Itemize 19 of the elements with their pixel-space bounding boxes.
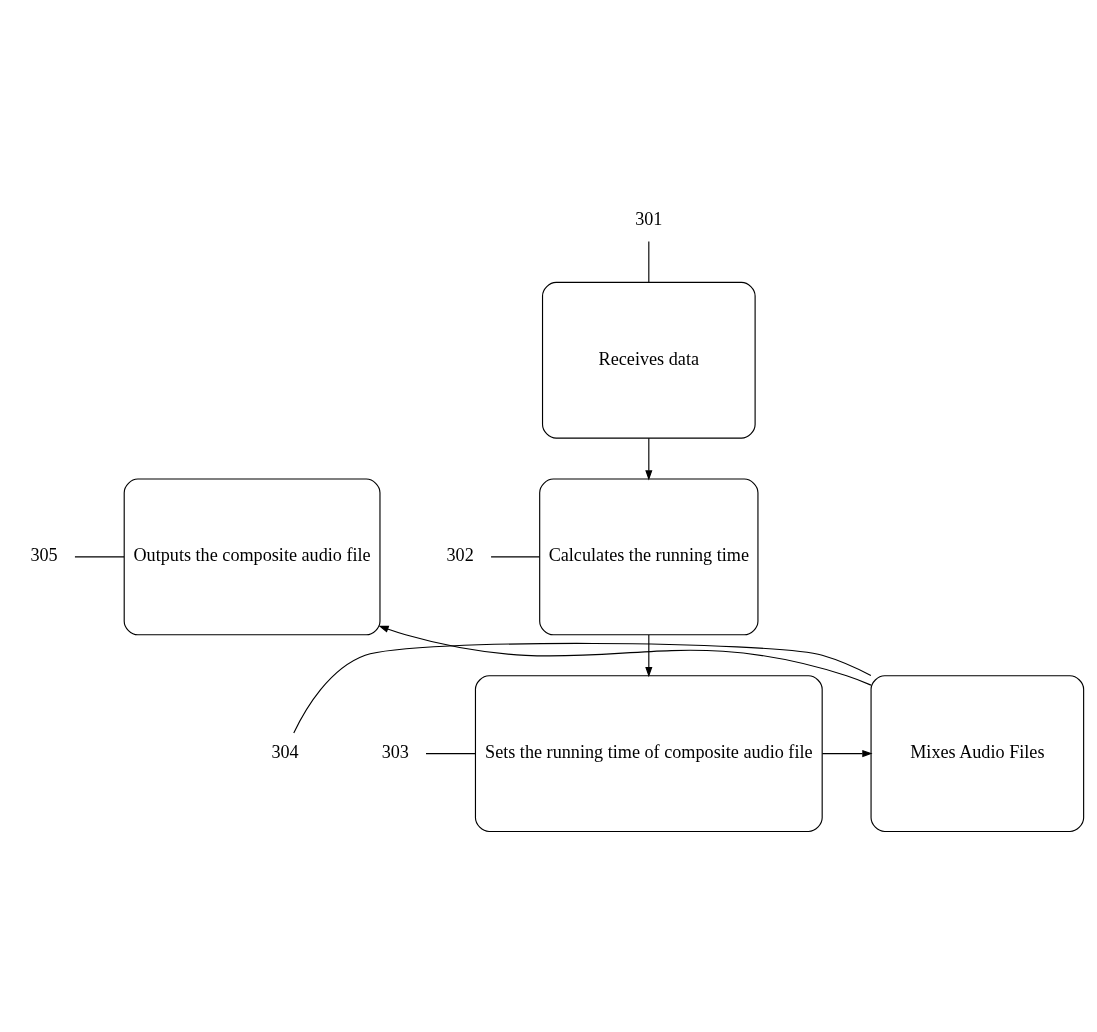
connector bbox=[490, 556, 541, 558]
node-box: Calculates the running time bbox=[539, 478, 759, 636]
node-text: 305 bbox=[30, 545, 58, 566]
arrow bbox=[645, 437, 653, 481]
node-text: 301 bbox=[635, 209, 663, 230]
node-box: Outputs the composite audio file bbox=[123, 478, 381, 636]
node-box: Receives data bbox=[541, 281, 756, 439]
node-text: 303 bbox=[381, 741, 409, 762]
arrow bbox=[645, 634, 653, 678]
node-text: 304 bbox=[271, 741, 299, 762]
arrow bbox=[378, 625, 872, 686]
node-text: 302 bbox=[446, 545, 474, 566]
connector bbox=[74, 556, 125, 558]
node-box: Sets the running time of composite audio file bbox=[474, 675, 823, 833]
connector bbox=[293, 642, 872, 734]
connector bbox=[425, 753, 476, 755]
node-box: Mixes Audio Files bbox=[870, 675, 1085, 833]
arrow bbox=[821, 750, 873, 758]
connector bbox=[648, 240, 650, 283]
